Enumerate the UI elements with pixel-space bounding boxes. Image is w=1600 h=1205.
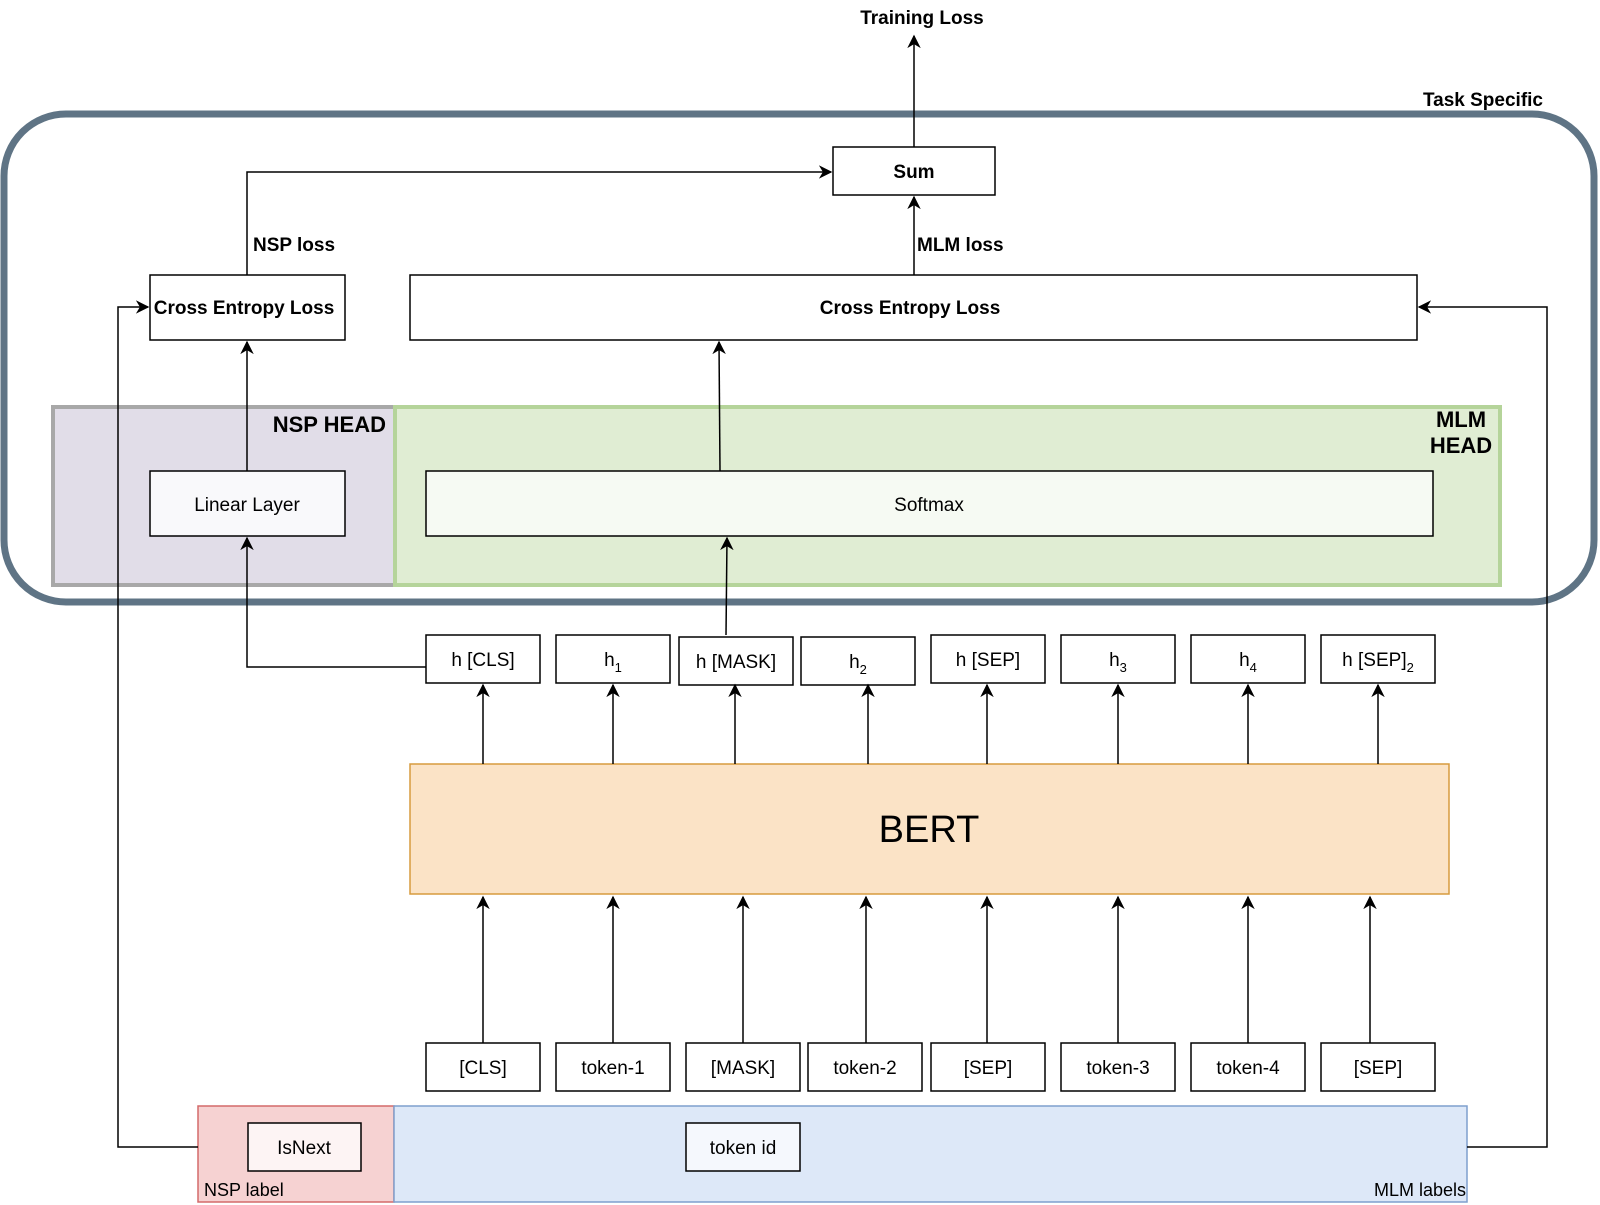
training-loss-label: Training Loss xyxy=(860,8,984,29)
edge-hmask-to-softmax xyxy=(720,536,734,636)
edge-softmax-to-mlm-ce xyxy=(712,340,726,472)
token-id-label: token id xyxy=(710,1138,777,1159)
hidden-state-label: h [CLS] xyxy=(451,650,514,671)
hidden-state-box xyxy=(1320,634,1436,684)
edges xyxy=(117,34,1548,1148)
hidden-state-box xyxy=(555,634,671,684)
input-tokens: [CLS] token-1 [MASK] token-2 [SEP] token-3 tok… xyxy=(425,1042,1436,1092)
hidden-state-label: h [SEP] xyxy=(956,650,1020,671)
nsp-head-label: NSP HEAD xyxy=(273,412,386,437)
token-label: token-4 xyxy=(1216,1058,1280,1079)
edge-nsp-ce-to-sum xyxy=(246,165,833,275)
token-label: token-2 xyxy=(833,1058,896,1079)
encoder-edges xyxy=(476,683,1385,1043)
softmax-label: Softmax xyxy=(894,495,964,516)
softmax-node xyxy=(425,470,1434,537)
hidden-state-label: h [SEP]2 xyxy=(1342,650,1414,675)
edge-hcls-to-linear xyxy=(240,536,426,668)
mlm-head-label-line2: HEAD xyxy=(1430,433,1492,458)
hidden-state-subscript: 2 xyxy=(860,662,867,677)
token-label: token-1 xyxy=(581,1058,644,1079)
task-specific-container xyxy=(0,110,1598,606)
nsp-loss-label: NSP loss xyxy=(253,235,335,256)
isnext-node xyxy=(247,1122,362,1172)
token-box xyxy=(555,1042,671,1092)
token-box xyxy=(807,1042,923,1092)
mlm-labels-region xyxy=(393,1105,1468,1203)
hidden-state-subscript: 1 xyxy=(615,660,622,675)
token-label: [SEP] xyxy=(1354,1058,1403,1079)
hidden-state-box xyxy=(1060,634,1176,684)
hidden-state-box xyxy=(800,636,916,686)
bert-encoder xyxy=(409,763,1450,895)
token-box xyxy=(930,1042,1046,1092)
token-label: [CLS] xyxy=(459,1058,507,1079)
hidden-state-subscript: 3 xyxy=(1120,660,1127,675)
nsp-cross-entropy-label: Cross Entropy Loss xyxy=(154,298,335,319)
mlm-cross-entropy-label: Cross Entropy Loss xyxy=(820,298,1001,319)
nsp-label-caption: NSP label xyxy=(204,1180,284,1200)
mlm-head-label-line1: MLM xyxy=(1436,407,1486,432)
hidden-state-subscript: 2 xyxy=(1407,660,1414,675)
token-box xyxy=(425,1042,541,1092)
mlm-loss-label: MLM loss xyxy=(917,235,1004,256)
linear-layer-label: Linear Layer xyxy=(194,495,300,516)
token-box xyxy=(1320,1042,1436,1092)
hidden-state-box xyxy=(1190,634,1306,684)
hidden-state-box xyxy=(425,634,541,684)
mlm-cross-entropy-node xyxy=(409,274,1418,341)
edge-isnext-to-nsp-ce xyxy=(117,300,198,1148)
hidden-state-box xyxy=(678,636,794,686)
bert-label: BERT xyxy=(879,809,980,851)
linear-layer-node xyxy=(149,470,346,537)
token-label: [MASK] xyxy=(711,1058,775,1079)
hidden-state-subscript: 4 xyxy=(1250,660,1257,675)
hidden-state-box xyxy=(930,634,1046,684)
token-id-node xyxy=(685,1122,801,1172)
token-box xyxy=(685,1042,801,1092)
task-specific-label: Task Specific xyxy=(1423,90,1543,111)
sum-label: Sum xyxy=(893,162,934,183)
token-box xyxy=(1060,1042,1176,1092)
mlm-labels-caption: MLM labels xyxy=(1374,1180,1466,1200)
edge-mlm-labels-to-mlm-ce xyxy=(1417,300,1548,1148)
nsp-cross-entropy-node xyxy=(149,274,346,341)
isnext-label: IsNext xyxy=(277,1138,332,1159)
token-label: [SEP] xyxy=(964,1058,1013,1079)
hidden-state-label: h [MASK] xyxy=(696,652,776,673)
token-label: token-3 xyxy=(1086,1058,1149,1079)
